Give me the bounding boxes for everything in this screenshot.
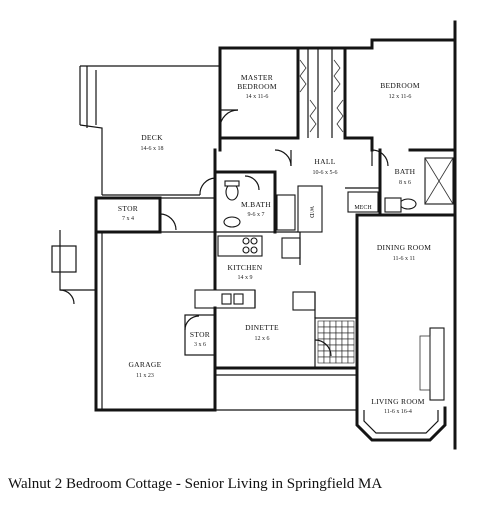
m-bath-dims: 9-6 x 7 xyxy=(248,212,265,218)
tile xyxy=(323,356,331,364)
kitchen-label: KITCHEN xyxy=(227,263,262,272)
floor-plan: MASTER BEDROOM 14 x 11-6 BEDROOM 12 x 11… xyxy=(51,20,457,450)
stor-top-label: STOR xyxy=(118,204,138,213)
tile xyxy=(329,326,337,334)
tile xyxy=(347,356,355,364)
wd-label: W/D xyxy=(308,206,314,218)
tile xyxy=(329,344,337,352)
tile xyxy=(341,350,349,358)
tile xyxy=(329,356,337,364)
tile xyxy=(347,320,355,328)
dinette-dims: 12 x 6 xyxy=(255,336,270,342)
hall-dims: 10-6 x 5-6 xyxy=(313,170,338,176)
garage-dims: 11 x 23 xyxy=(136,373,154,379)
exterior-walls xyxy=(51,20,457,450)
hall-label: HALL xyxy=(314,157,335,166)
tile xyxy=(341,326,349,334)
plan-caption: Walnut 2 Bedroom Cottage - Senior Living… xyxy=(8,476,383,492)
tile xyxy=(347,338,355,346)
tile xyxy=(323,332,331,340)
tile xyxy=(317,356,325,364)
tile xyxy=(341,332,349,340)
fixtures xyxy=(221,157,454,305)
tile xyxy=(323,320,331,328)
tile xyxy=(341,356,349,364)
master-bedroom-dims: 14 x 11-6 xyxy=(246,94,269,100)
tile xyxy=(323,326,331,334)
room-labels: MASTER BEDROOM 14 x 11-6 BEDROOM 12 x 11… xyxy=(118,73,431,415)
bedroom-dims: 12 x 11-6 xyxy=(389,94,412,100)
dining-room-dims: 11-6 x 11 xyxy=(393,256,416,262)
entry-tile xyxy=(317,320,355,364)
deck-dims: 14-6 x 18 xyxy=(141,146,164,152)
tile xyxy=(335,320,343,328)
master-bedroom-label-2: BEDROOM xyxy=(237,82,277,91)
living-room-label: LIVING ROOM xyxy=(371,397,425,406)
tile xyxy=(335,344,343,352)
tile xyxy=(341,344,349,352)
tile xyxy=(317,326,325,334)
tile xyxy=(347,332,355,340)
tile xyxy=(341,338,349,346)
tile xyxy=(347,344,355,352)
tile xyxy=(323,350,331,358)
bedroom-label: BEDROOM xyxy=(380,81,420,90)
tile xyxy=(335,332,343,340)
tile xyxy=(317,344,325,352)
bath-dims: 8 x 6 xyxy=(399,180,411,186)
dinette-label: DINETTE xyxy=(245,323,279,332)
tile xyxy=(317,332,325,340)
living-room-dims: 11-6 x 16-4 xyxy=(384,409,412,415)
m-bath-label: M.BATH xyxy=(241,200,271,209)
tile xyxy=(329,320,337,328)
mech-label: MECH xyxy=(354,205,372,211)
interior-walls xyxy=(184,46,457,370)
stor-small-dims: 3 x 6 xyxy=(194,342,206,348)
tile xyxy=(317,350,325,358)
tile xyxy=(347,350,355,358)
deck-label: DECK xyxy=(141,133,163,142)
tile xyxy=(329,338,337,346)
stor-top-dims: 7 x 4 xyxy=(122,216,134,222)
tile xyxy=(335,350,343,358)
tile xyxy=(335,326,343,334)
master-bedroom-label: MASTER xyxy=(241,73,273,82)
stor-small-label: STOR xyxy=(190,330,210,339)
tile xyxy=(347,326,355,334)
kitchen-dims: 14 x 9 xyxy=(238,275,253,281)
door-swings xyxy=(59,109,389,357)
garage-label: GARAGE xyxy=(128,360,161,369)
tile xyxy=(341,320,349,328)
dining-room-label: DINING ROOM xyxy=(377,243,431,252)
tile xyxy=(317,320,325,328)
tile xyxy=(335,356,343,364)
tile xyxy=(329,332,337,340)
tile xyxy=(335,338,343,346)
bath-label: BATH xyxy=(395,167,416,176)
